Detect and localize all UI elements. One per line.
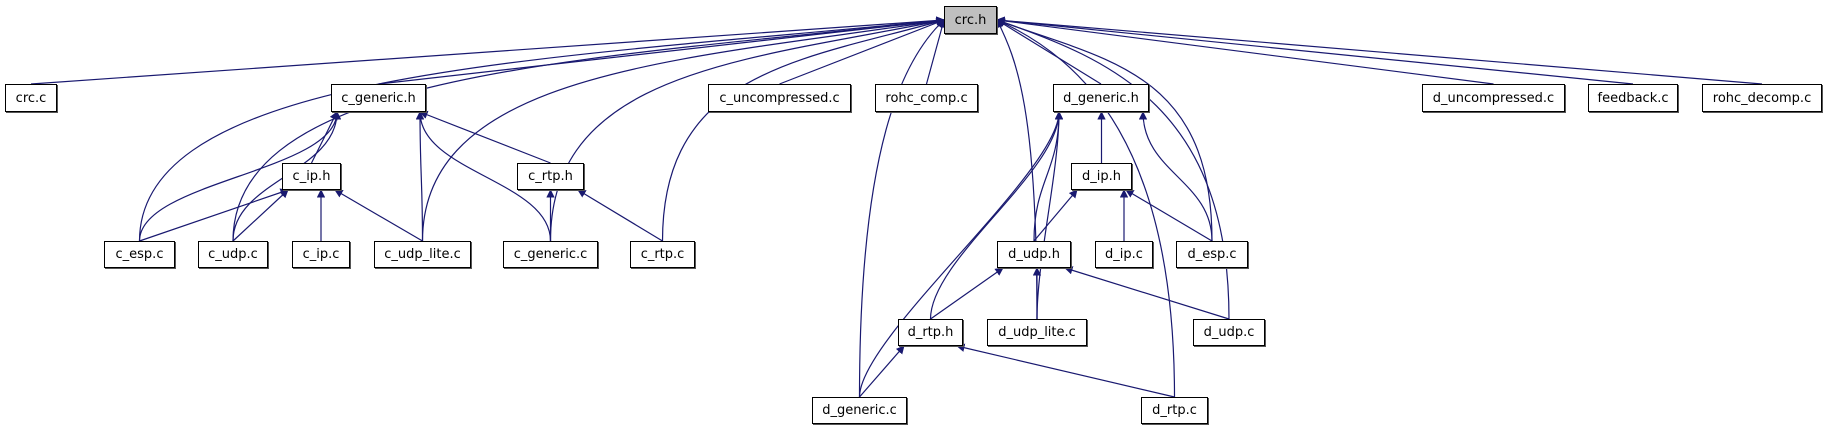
node-c-uncompressed-c[interactable]: c_uncompressed.c <box>708 84 851 112</box>
edge-c-ip-h-to-c-generic-h <box>310 111 338 164</box>
node-d-rtp-h[interactable]: d_rtp.h <box>898 319 963 346</box>
node-d-esp-c[interactable]: d_esp.c <box>1176 241 1248 268</box>
edge-crc-c-to-crc-h <box>30 16 945 85</box>
node-c-generic-h[interactable]: c_generic.h <box>331 84 426 112</box>
node-d-udp-lite-c[interactable]: d_udp_lite.c <box>987 319 1087 346</box>
node-c-ip-c[interactable]: c_ip.c <box>292 241 350 268</box>
edge-d-generic-c-to-d-generic-h <box>858 111 1064 398</box>
node-c-rtp-c[interactable]: c_rtp.c <box>630 241 695 268</box>
edge-c-udp-lite-c-to-c-ip-h <box>334 189 423 242</box>
edge-c-rtp-c-to-c-rtp-h <box>577 189 663 242</box>
edge-c-generic-c-to-c-generic-h <box>415 111 552 242</box>
edge-d-generic-c-to-d-rtp-h <box>859 345 905 398</box>
edge-rohc-decomp-c-to-crc-h <box>996 16 1763 85</box>
node-rohc-decomp-c[interactable]: rohc_decomp.c <box>1702 84 1822 112</box>
node-d-ip-c[interactable]: d_ip.c <box>1095 241 1153 268</box>
edge-c-udp-lite-c-to-crc-h <box>421 16 945 242</box>
node-crc-c[interactable]: crc.c <box>5 84 57 112</box>
edge-c-udp-lite-c-to-c-generic-h <box>415 111 425 242</box>
node-c-esp-c[interactable]: c_esp.c <box>104 241 175 268</box>
edge-c-esp-c-to-crc-h <box>138 16 945 242</box>
edge-d-udp-h-to-d-ip-h <box>1033 189 1078 242</box>
edge-c-generic-c-to-crc-h <box>549 17 945 242</box>
edge-feedback-c-to-crc-h <box>996 16 1634 85</box>
node-rohc-comp-c[interactable]: rohc_comp.c <box>875 84 978 112</box>
edge-d-generic-c-to-crc-h <box>858 19 945 398</box>
node-d-generic-h[interactable]: d_generic.h <box>1053 84 1149 112</box>
edge-d-rtp-c-to-crc-h <box>996 19 1176 398</box>
node-d-generic-c[interactable]: d_generic.c <box>812 397 907 424</box>
node-c-generic-c[interactable]: c_generic.c <box>503 241 598 268</box>
node-c-ip-h[interactable]: c_ip.h <box>282 163 341 190</box>
edge-c-udp-c-to-crc-h <box>232 16 945 242</box>
edge-d-udp-c-to-d-udp-h <box>1064 266 1230 320</box>
edge-c-uncompressed-c-to-crc-h <box>779 18 945 85</box>
edge-d-esp-c-to-d-ip-h <box>1125 189 1213 242</box>
edge-d-generic-h-to-crc-h <box>996 19 1102 85</box>
node-c-udp-lite-c[interactable]: c_udp_lite.c <box>374 241 471 268</box>
node-d-ip-h[interactable]: d_ip.h <box>1071 163 1132 190</box>
node-c-udp-c[interactable]: c_udp.c <box>198 241 268 268</box>
edge-d-rtp-h-to-d-udp-h <box>930 267 1004 320</box>
edge-d-esp-c-to-d-generic-h <box>1138 111 1213 242</box>
edge-d-rtp-c-to-d-rtp-h <box>956 343 1175 398</box>
node-d-udp-h[interactable]: d_udp.h <box>997 241 1071 268</box>
node-d-rtp-c[interactable]: d_rtp.c <box>1141 397 1208 424</box>
edge-c-rtp-h-to-c-generic-h <box>419 110 551 164</box>
edge-d-esp-c-to-crc-h <box>996 18 1213 242</box>
node-feedback-c[interactable]: feedback.c <box>1588 84 1678 112</box>
node-c-rtp-h[interactable]: c_rtp.h <box>517 163 584 190</box>
node-crc-h: crc.h <box>944 6 997 34</box>
edge-c-generic-h-to-crc-h <box>378 16 945 85</box>
edge-d-rtp-h-to-d-generic-h <box>929 111 1064 320</box>
edge-d-udp-lite-c-to-d-generic-h <box>1036 111 1064 320</box>
edge-c-esp-c-to-c-ip-h <box>139 188 289 242</box>
edge-c-udp-c-to-c-ip-h <box>232 189 289 242</box>
edge-c-esp-c-to-c-generic-h <box>138 111 342 242</box>
node-d-uncompressed-c[interactable]: d_uncompressed.c <box>1422 84 1565 112</box>
edge-c-rtp-c-to-crc-h <box>661 18 945 242</box>
node-d-udp-c[interactable]: d_udp.c <box>1193 319 1265 346</box>
edge-d-uncompressed-c-to-crc-h <box>996 16 1494 85</box>
edge-rohc-comp-c-to-crc-h <box>925 19 947 85</box>
